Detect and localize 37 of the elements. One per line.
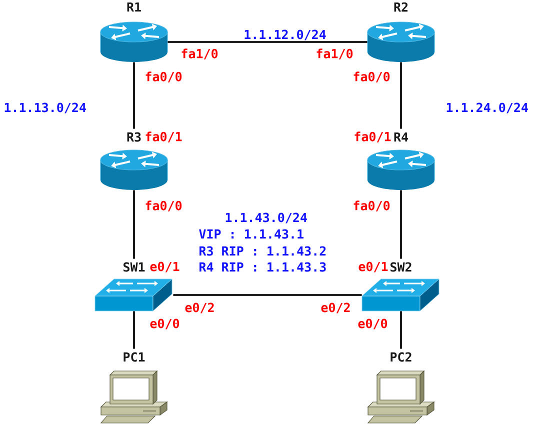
link-line bbox=[133, 62, 135, 129]
device-label: SW2 bbox=[390, 262, 412, 272]
port-label: fa1/0 bbox=[316, 48, 353, 60]
port-label: fa0/0 bbox=[354, 72, 390, 82]
device-label: R3 bbox=[127, 132, 141, 142]
device-label: PC1 bbox=[124, 352, 145, 362]
port-label: fa0/0 bbox=[146, 72, 182, 82]
port-label: e0/1 bbox=[358, 262, 388, 272]
port-label: e0/0 bbox=[358, 318, 388, 330]
device-label: PC2 bbox=[390, 352, 412, 362]
link-line bbox=[168, 41, 368, 43]
port-label: e0/2 bbox=[321, 302, 350, 314]
edge-label: 1.1.13.0/24 bbox=[4, 102, 86, 114]
port-label: fa0/0 bbox=[354, 200, 390, 212]
device-label: R1 bbox=[127, 2, 141, 12]
address-note: R4 RIP : 1.1.43.3 bbox=[200, 262, 326, 272]
device-label: SW1 bbox=[124, 262, 145, 272]
device-label: R4 bbox=[394, 132, 408, 142]
device-label: R2 bbox=[394, 2, 408, 12]
link-line bbox=[400, 62, 402, 129]
port-label: fa0/1 bbox=[354, 132, 391, 142]
link-line bbox=[133, 190, 135, 259]
link-line bbox=[400, 190, 402, 259]
port-label: e0/0 bbox=[150, 318, 180, 330]
address-note: 1.1.43.0/24 bbox=[226, 212, 307, 224]
port-label: fa0/0 bbox=[146, 200, 182, 212]
edge-label: 1.1.24.0/24 bbox=[446, 102, 528, 114]
link-line bbox=[133, 311, 135, 349]
port-label: fa1/0 bbox=[182, 48, 218, 60]
port-label: e0/1 bbox=[150, 262, 180, 272]
edge-label: 1.1.12.0/24 bbox=[244, 30, 326, 40]
address-note: VIP : 1.1.43.1 bbox=[199, 229, 304, 239]
port-label: fa0/1 bbox=[146, 132, 182, 142]
link-line bbox=[400, 311, 402, 349]
address-note: R3 RIP : 1.1.43.2 bbox=[200, 246, 326, 256]
link-line bbox=[173, 294, 362, 296]
port-label: e0/2 bbox=[185, 302, 214, 314]
